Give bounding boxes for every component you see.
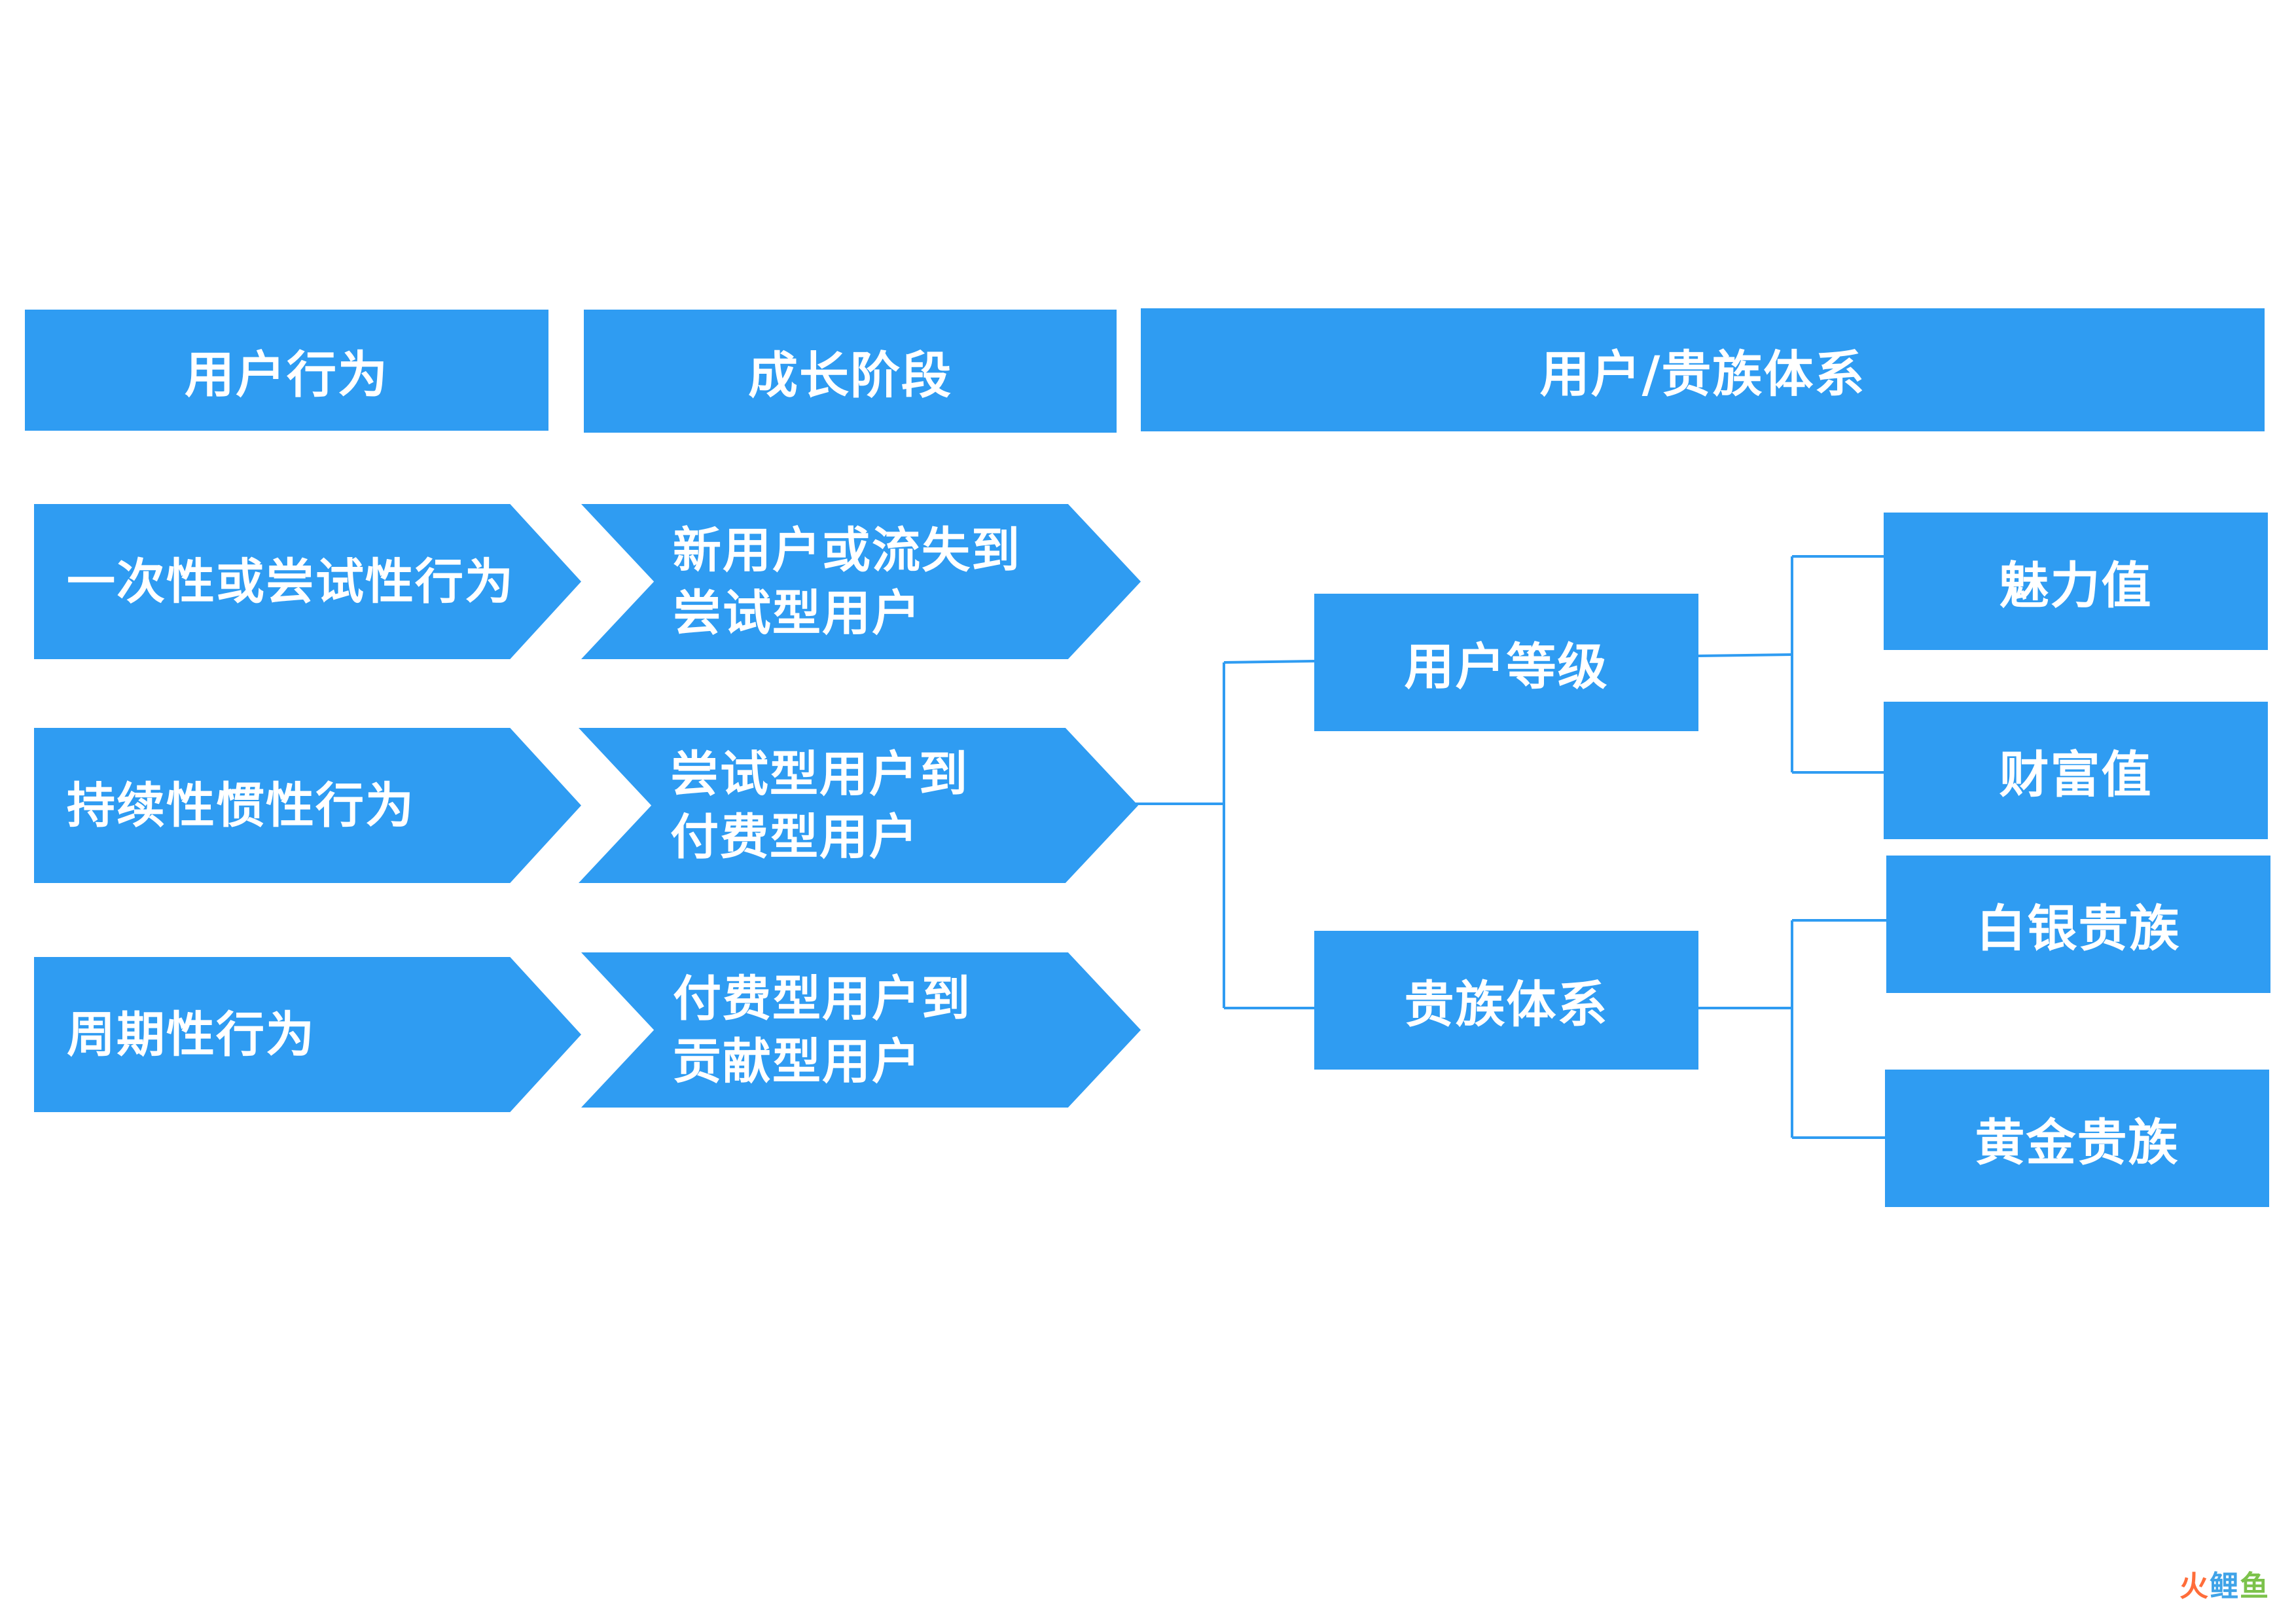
attribute-silver-noble: 白银贵族 — [1886, 856, 2270, 993]
attribute-charm-value: 魅力值 — [1884, 513, 2268, 650]
watermark-logo: 火鲤鱼 — [2179, 1562, 2270, 1604]
behavior-label-continuous: 持续性惯性行为 — [67, 777, 415, 834]
attribute-charm-value-label: 魅力值 — [1999, 556, 2153, 615]
system-user-level-label: 用户等级 — [1404, 638, 1609, 696]
header-user-behavior-label: 用户行为 — [185, 345, 389, 404]
behavior-label-periodic: 周期性行为 — [67, 1006, 315, 1063]
system-noble-system-label: 贵族体系 — [1404, 975, 1609, 1034]
stage-chevron-trial-to-paid: 尝试型用户到 付费型用户 — [579, 728, 1138, 883]
stage-label-new-to-trial: 新用户或流失到 尝试型用户 — [673, 522, 1021, 641]
stage-label-trial-to-paid: 尝试型用户到 付费型用户 — [670, 746, 969, 865]
behavior-arrow-one-time: 一次性或尝试性行为 — [34, 504, 581, 659]
watermark-char-1: 火 — [2179, 1570, 2210, 1603]
attribute-wealth-value-label: 财富值 — [1999, 746, 2153, 804]
header-user-noble-system: 用户/贵族体系 — [1141, 308, 2265, 431]
connector-split-to-user-level — [1223, 660, 1315, 664]
system-user-level: 用户等级 — [1314, 594, 1698, 731]
behavior-arrow-continuous: 持续性惯性行为 — [34, 728, 581, 883]
stage-chevron-new-to-trial: 新用户或流失到 尝试型用户 — [581, 504, 1141, 659]
header-growth-stage-label: 成长阶段 — [748, 346, 952, 405]
header-growth-stage: 成长阶段 — [584, 310, 1117, 433]
stage-chevron-paid-to-contributor: 付费型用户到 贡献型用户 — [581, 952, 1141, 1108]
behavior-label-one-time: 一次性或尝试性行为 — [67, 553, 514, 610]
attribute-silver-noble-label: 白银贵族 — [1976, 899, 2181, 958]
watermark-char-2: 鲤 — [2210, 1570, 2240, 1603]
connector-user-level-out — [1698, 653, 1793, 657]
watermark-char-3: 鱼 — [2240, 1570, 2270, 1603]
system-noble-system: 贵族体系 — [1314, 931, 1698, 1070]
header-user-behavior: 用户行为 — [25, 310, 548, 431]
behavior-arrow-periodic: 周期性行为 — [34, 957, 581, 1112]
header-user-noble-system-label: 用户/贵族体系 — [1539, 345, 1866, 403]
attribute-wealth-value: 财富值 — [1884, 702, 2268, 839]
stage-label-paid-to-contributor: 付费型用户到 贡献型用户 — [673, 970, 971, 1090]
attribute-gold-noble-label: 黄金贵族 — [1975, 1113, 2179, 1172]
attribute-gold-noble: 黄金贵族 — [1885, 1070, 2269, 1207]
